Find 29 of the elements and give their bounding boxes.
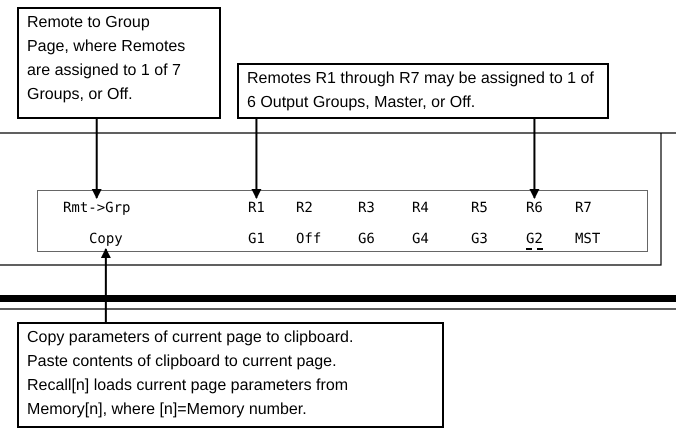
display-text: G4 — [412, 230, 429, 248]
display-text: R3 — [358, 199, 375, 217]
display-text: R4 — [412, 199, 429, 217]
display-text: R6 — [526, 199, 543, 217]
display-text: R2 — [296, 199, 313, 217]
arrow — [529, 119, 540, 199]
callout-box — [17, 322, 444, 428]
arrow — [92, 119, 102, 199]
callout-text: Recall[n] loads current page parameters from Memory[n], where [n]=Memory number. — [27, 376, 350, 420]
arrow — [100, 248, 111, 322]
display-text: Off — [296, 230, 322, 248]
display-text: R7 — [575, 199, 592, 217]
display-text: Rmt->Grp — [63, 199, 130, 217]
display-text: R5 — [471, 199, 488, 217]
display-text: R1 — [248, 199, 265, 217]
callout-text: Paste contents of clipboard to current page. — [27, 352, 338, 372]
display-text: G6 — [358, 230, 375, 248]
display-text: G1 — [248, 230, 265, 248]
callout-text: Remotes R1 through R7 may be assigned to 1 of 6 Output Groups, Master, or Off. — [247, 69, 595, 113]
display-text: Copy — [89, 230, 123, 248]
lcd-display — [37, 190, 648, 252]
callout-box — [237, 63, 609, 119]
display-text: G3 — [471, 230, 488, 248]
display-text: MST — [575, 230, 600, 248]
callout-box — [17, 7, 221, 119]
callout-text: Copy parameters of current page to clipboard. — [27, 328, 354, 348]
arrow — [251, 119, 262, 199]
display-text: G2 — [526, 230, 543, 250]
callout-text: Remote to Group Page, where Remotes are assigned to 1 of 7 Groups, or Off. — [27, 13, 186, 105]
